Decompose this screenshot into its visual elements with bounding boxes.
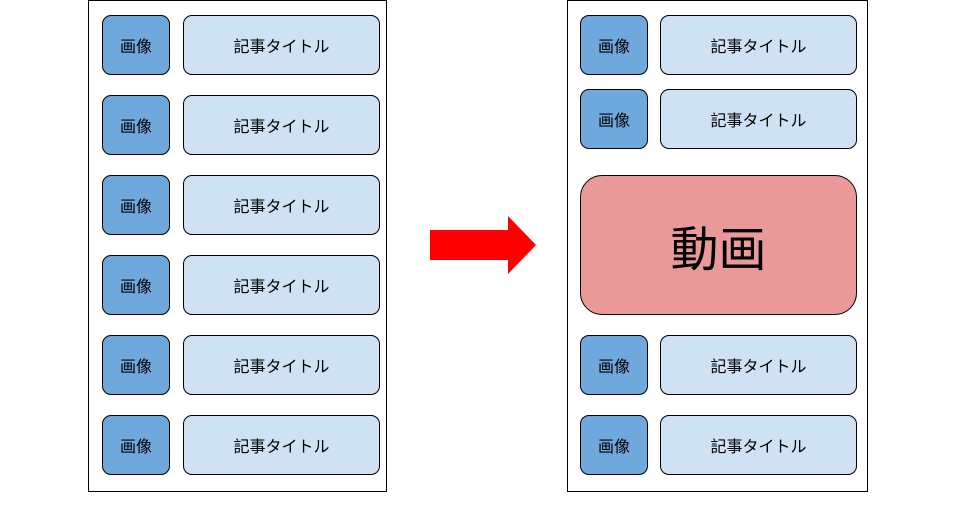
- article-title: 記事タイトル: [660, 335, 857, 395]
- article-title: 記事タイトル: [660, 89, 857, 149]
- article-thumbnail: 画像: [580, 89, 648, 149]
- right-arrow-icon: [430, 216, 536, 274]
- video-block: 動画: [580, 175, 857, 315]
- article-title: 記事タイトル: [183, 15, 380, 75]
- article-thumbnail: 画像: [102, 15, 170, 75]
- article-thumbnail: 画像: [580, 335, 648, 395]
- article-thumbnail: 画像: [102, 335, 170, 395]
- right-panel-after: 画像 記事タイトル 画像 記事タイトル 動画 画像 記事タイトル 画像 記事タイ…: [567, 0, 868, 492]
- article-thumbnail: 画像: [580, 15, 648, 75]
- article-title: 記事タイトル: [183, 255, 380, 315]
- article-thumbnail: 画像: [102, 415, 170, 475]
- article-title: 記事タイトル: [183, 175, 380, 235]
- article-title: 記事タイトル: [660, 15, 857, 75]
- article-title: 記事タイトル: [183, 415, 380, 475]
- article-thumbnail: 画像: [102, 95, 170, 155]
- article-title: 記事タイトル: [183, 95, 380, 155]
- article-thumbnail: 画像: [580, 415, 648, 475]
- left-panel-before: 画像 記事タイトル 画像 記事タイトル 画像 記事タイトル 画像 記事タイトル …: [88, 0, 387, 492]
- article-title: 記事タイトル: [183, 335, 380, 395]
- article-thumbnail: 画像: [102, 255, 170, 315]
- article-title: 記事タイトル: [660, 415, 857, 475]
- article-thumbnail: 画像: [102, 175, 170, 235]
